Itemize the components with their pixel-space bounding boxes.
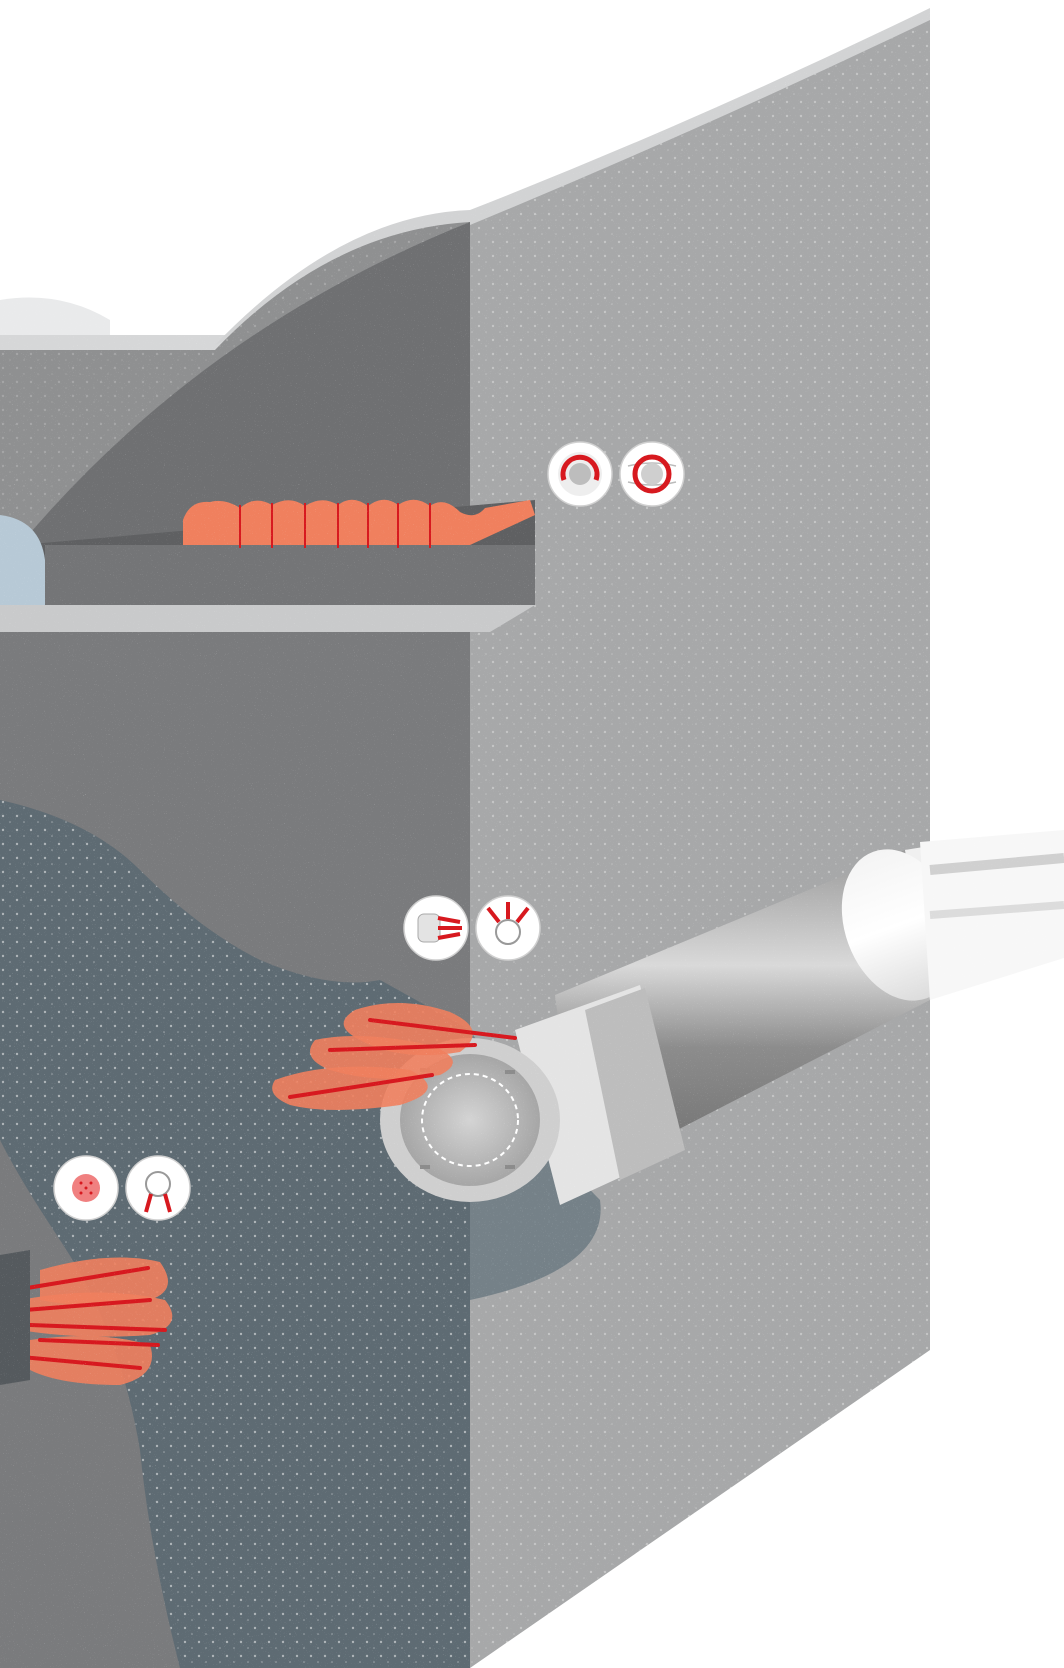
radial-anchors-icon [476, 896, 540, 960]
ring-lining-partial-icon [548, 442, 612, 506]
face-grouting-icon [54, 1156, 118, 1220]
ring-lining-full-icon [620, 442, 684, 506]
invert-anchors-icon [126, 1156, 190, 1220]
umbrella-arch-icon [404, 896, 468, 960]
